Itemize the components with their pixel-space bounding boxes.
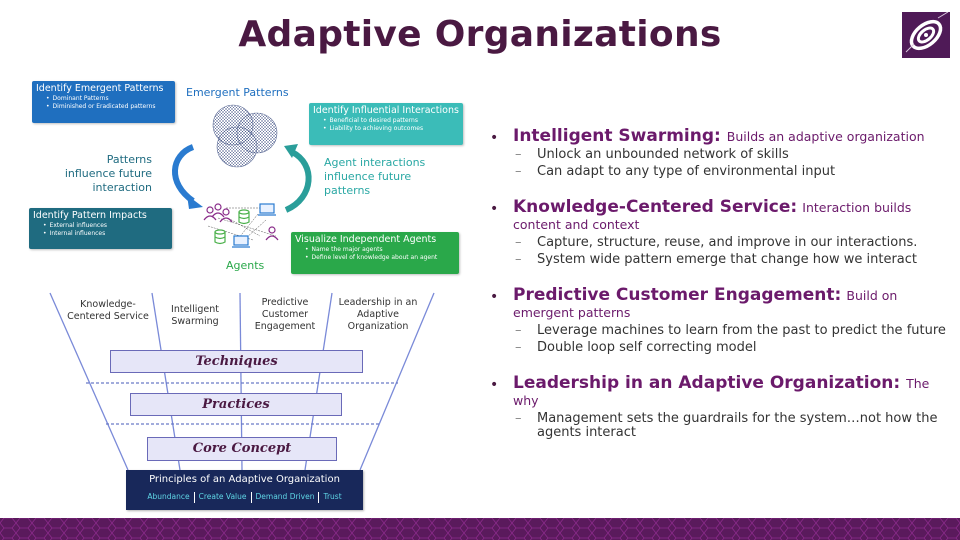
colon: : [714,126,727,146]
sub-item: –Leverage machines to learn from the pas… [515,323,946,338]
pillar-knowledge-centered-service: Knowledge- Centered Service [62,299,154,323]
bullet-heading: Intelligent Swarming: Builds an adaptive… [513,128,950,145]
text-line: Customer [261,309,309,320]
sub-item: –Unlock an unbounded network of skills [515,147,789,162]
principle-value: Abundance [147,492,190,501]
bullet-list: • Intelligent Swarming: Builds an adapti… [490,128,950,460]
patterns-influence-text: Patterns influence future interaction [40,153,152,195]
text-line: patterns [324,184,371,197]
pillar-leadership: Leadership in an Adaptive Organization [332,297,424,333]
text-line: interaction [92,181,153,194]
bullet-key: Intelligent Swarming [513,126,715,146]
box-item: Dominant Patterns [46,95,171,103]
bullet-heading: Leadership in an Adaptive Organization: … [513,375,950,409]
text-line: Swarming [171,316,219,327]
bullet-dot: • [490,201,499,217]
bullet-dot: • [490,130,499,146]
separator [318,491,320,503]
text-line: Engagement [254,321,316,332]
bullet-heading: Knowledge-Centered Service: Interaction … [513,199,950,233]
sub-item: –Double loop self correcting model [515,340,757,355]
tier-core-concept: Core Concept [147,437,337,461]
agents-network-icon [203,203,279,248]
sub-text: Leverage machines to learn from the past… [537,323,946,338]
principle-value: Demand Driven [255,492,315,501]
separator [250,491,252,503]
box-title: Identify Influential Interactions [313,105,459,116]
footer-pattern-band [0,518,960,540]
sub-text: System wide pattern emerge that change h… [537,252,918,267]
principles-box: Principles of an Adaptive Organization A… [126,470,363,510]
sub-text: Unlock an unbounded network of skills [537,147,789,162]
text-line: influence future [64,167,152,180]
sub-text: Can adapt to any type of environmental i… [537,164,836,179]
text-line: Predictive [261,297,309,308]
bullet-heading: Predictive Customer Engagement: Build on… [513,287,950,321]
bullet-key: Knowledge-Centered Service: [513,197,798,217]
sub-text: Double loop self correcting model [537,340,757,355]
box-item: Diminished or Eradicated patterns [46,103,171,111]
box-title: Identify Pattern Impacts [33,210,147,221]
box-item: Define level of knowledge about an agent [305,254,455,262]
bullet-desc: Build on emergent patterns [513,288,898,320]
bullet-item: • Predictive Customer Engagement: Build … [490,287,950,355]
slide-title: Adaptive Organizations [238,14,722,55]
identify-pattern-impacts-box: Identify Pattern Impacts External influe… [29,208,172,249]
sub-text: Management sets the guardrails for the s… [537,411,938,440]
colon: : [893,373,907,393]
sub-item: –Can adapt to any type of environmental … [515,164,836,179]
left-curved-arrow-icon [172,144,203,209]
sub-item: –Management sets the guardrails for the … [515,411,938,440]
bullet-item: • Intelligent Swarming: Builds an adapti… [490,128,950,179]
bullet-desc: The why [513,376,930,408]
bullet-dot: • [490,377,499,393]
pillar-predictive-customer-engagement: Predictive Customer Engagement [246,297,324,333]
tier-practices: Practices [130,393,342,416]
tier-techniques: Techniques [110,350,363,373]
box-item: Liability to achieving outcomes [323,125,459,133]
visualize-independent-agents-box: Visualize Independent Agents Name the ma… [291,232,459,274]
text-line: influence future [324,170,412,183]
text-line: Adaptive [356,309,400,320]
text-line: Knowledge- [80,299,136,310]
bullet-key: Predictive Customer Engagement: [513,285,842,305]
bullet-item: • Knowledge-Centered Service: Interactio… [490,199,950,267]
text-line: Leadership in an [338,297,418,308]
separator [193,491,195,503]
identify-emergent-patterns-box: Identify Emergent Patterns Dominant Patt… [32,81,175,123]
bullet-item: • Leadership in an Adaptive Organization… [490,375,950,440]
box-title: Identify Emergent Patterns [36,83,164,94]
principle-value: Create Value [198,492,247,501]
bullet-key: Leadership in an Adaptive Organization [513,373,894,393]
bullet-dot: • [490,289,499,305]
emergent-patterns-icon [212,104,278,168]
principles-values: Abundance Create Value Demand Driven Trust [126,491,363,503]
principles-title: Principles of an Adaptive Organization [149,474,340,485]
identify-influential-interactions-box: Identify Influential Interactions Benefi… [309,103,463,145]
text-line: Organization [347,321,409,332]
box-item: Internal influences [43,230,168,238]
text-line: Patterns [106,153,152,166]
box-title: Visualize Independent Agents [295,234,437,245]
text-line: Agent interactions [324,156,426,169]
box-item: Beneficial to desired patterns [323,117,459,125]
sub-item: –System wide pattern emerge that change … [515,252,918,267]
right-curved-arrow-icon [284,144,312,213]
bullet-desc: Interaction builds content and context [513,200,912,232]
principle-value: Trust [323,492,342,501]
pillar-intelligent-swarming: Intelligent Swarming [160,304,230,328]
text-line: Intelligent [171,304,219,315]
sub-item: –Capture, structure, reuse, and improve … [515,235,918,250]
emergent-patterns-label: Emergent Patterns [186,86,289,99]
bullet-desc: Builds an adaptive organization [726,129,925,144]
box-item: External influences [43,222,168,230]
box-item: Name the major agents [305,246,455,254]
text-line: Centered Service [67,311,149,322]
agent-interactions-text: Agent interactions influence future patt… [324,156,425,198]
agents-label: Agents [226,259,265,272]
sub-text: Capture, structure, reuse, and improve i… [537,235,918,250]
spiral-logo-icon [902,11,950,58]
